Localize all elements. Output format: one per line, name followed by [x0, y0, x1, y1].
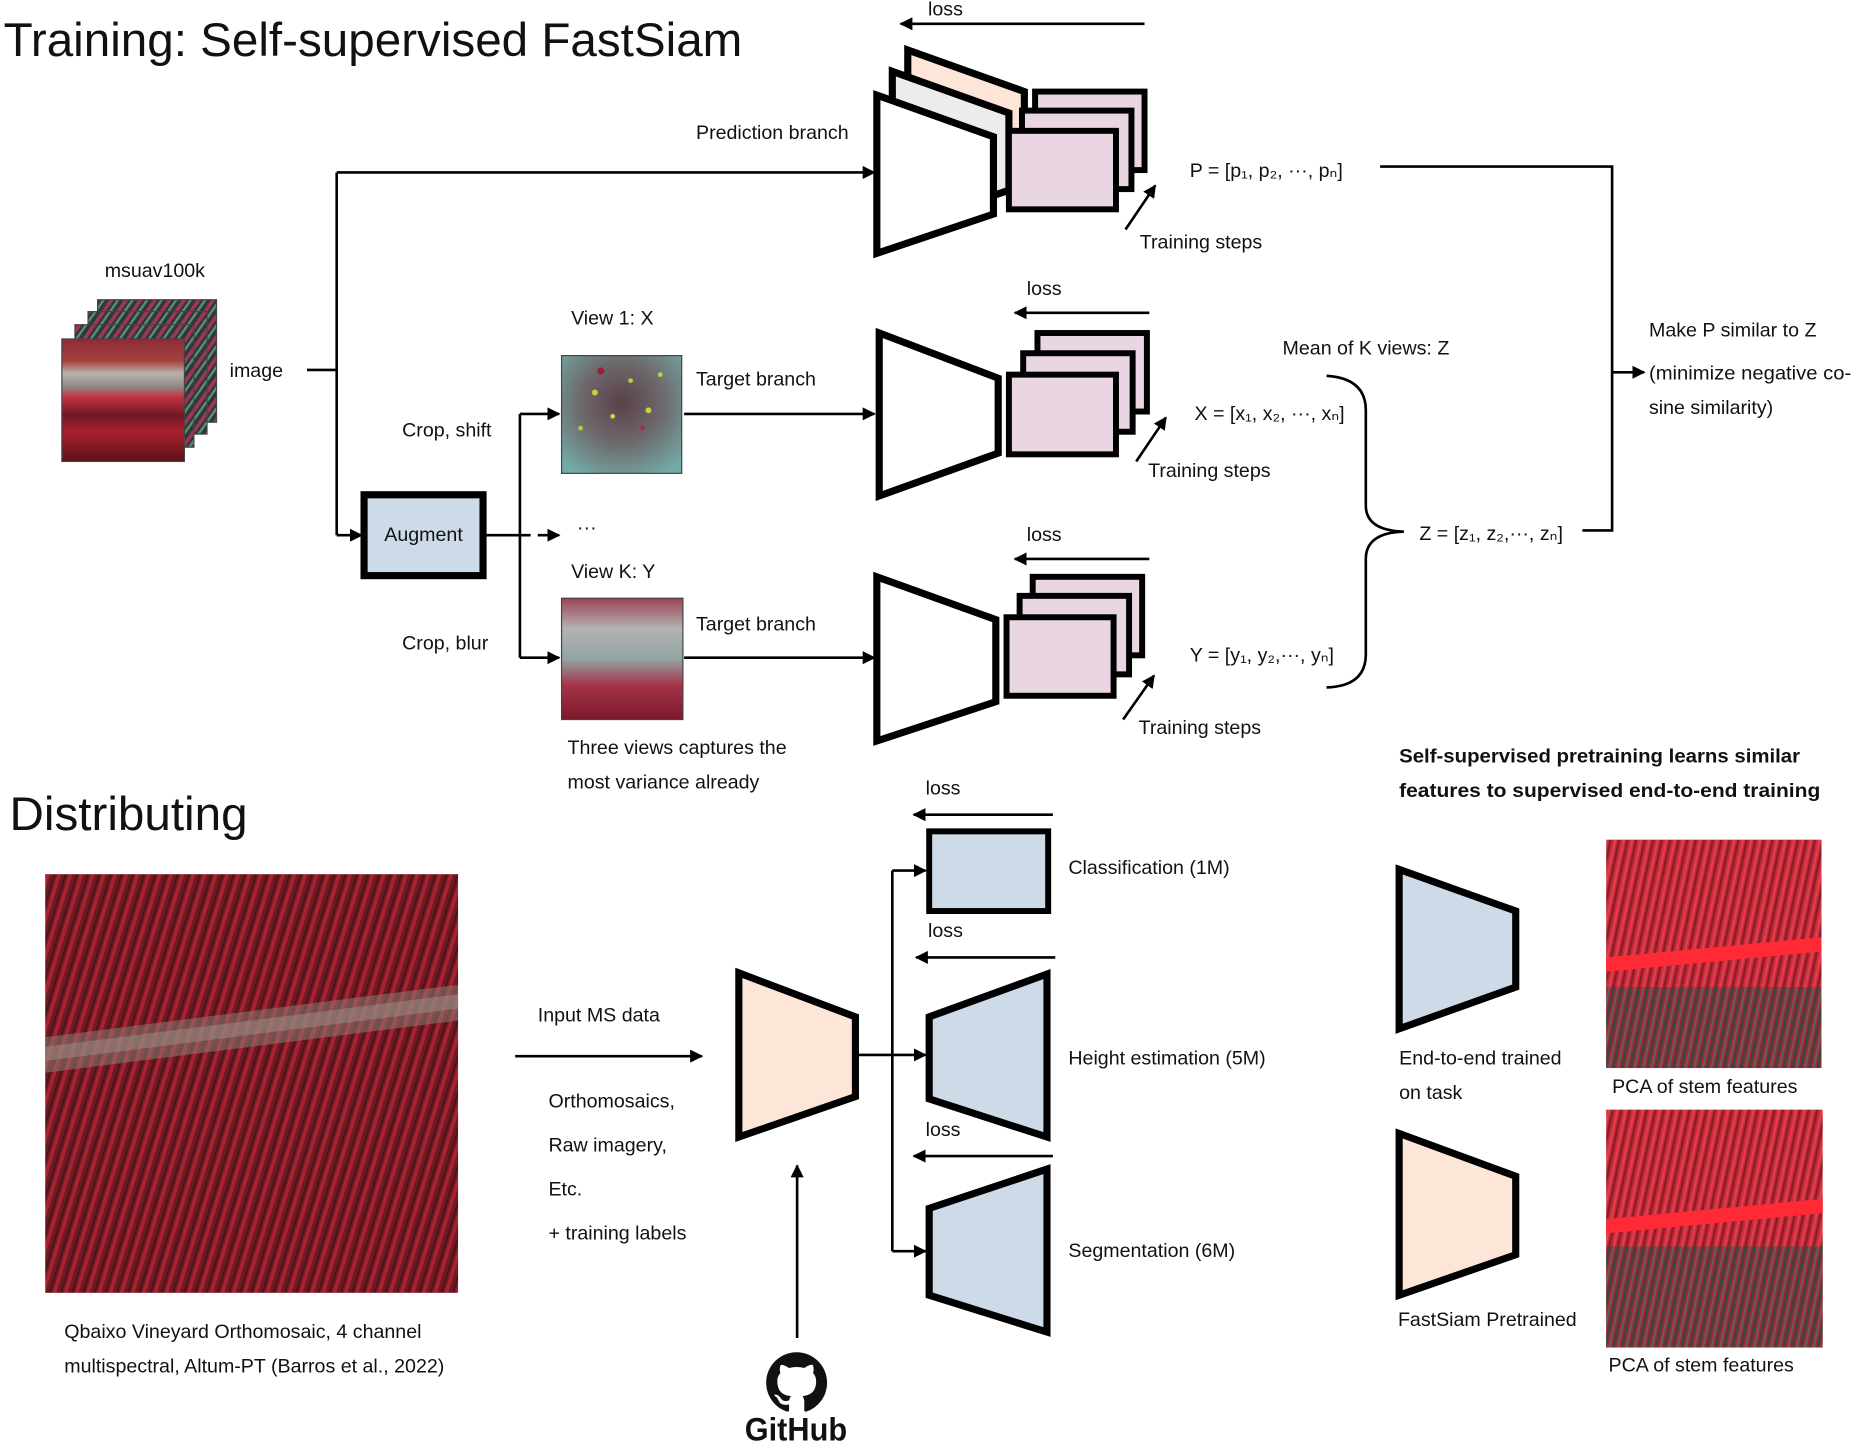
- input-ms-data-label: Input MS data: [538, 1005, 660, 1027]
- segmentation-label: Segmentation (6M): [1068, 1240, 1235, 1262]
- dataset-image-stack: [61, 299, 218, 463]
- crop-shift-label: Crop, shift: [402, 419, 492, 441]
- prediction-encoder: [873, 90, 998, 259]
- height-decoder: [925, 968, 1051, 1142]
- input-type-3: Etc.: [548, 1178, 582, 1200]
- end-to-end-label-line-2: on task: [1399, 1082, 1462, 1104]
- fastsiam-pretrained-label: FastSiam Pretrained: [1398, 1309, 1577, 1331]
- training-steps-arrow-target-1: [1135, 416, 1168, 463]
- p-to-objective-line: [1380, 165, 1614, 532]
- training-steps-target-k: Training steps: [1139, 717, 1262, 739]
- views-note-line-1: Three views captures the: [568, 737, 787, 759]
- augment-label: Augment: [384, 524, 463, 546]
- mean-brace: [1326, 374, 1404, 689]
- view-k-label: View K: Y: [571, 561, 655, 583]
- github-wordmark: GitHub: [745, 1411, 847, 1447]
- view-1-label: View 1: X: [571, 308, 653, 330]
- loss-label-target-1: loss: [1027, 278, 1062, 300]
- target-encoder-k: [873, 571, 1000, 746]
- prediction-encoder-stack: [873, 44, 1148, 259]
- training-steps-arrow-target-k: [1122, 674, 1156, 721]
- target-k-projector-front: [1003, 614, 1117, 699]
- end-to-end-label-line-1: End-to-end trained: [1399, 1047, 1561, 1069]
- pca-caption-end-to-end: PCA of stem features: [1612, 1076, 1798, 1098]
- orthomosaic-caption-line-2: multispectral, Altum-PT (Barros et al., …: [64, 1356, 444, 1378]
- prediction-projector-front: [1005, 127, 1119, 213]
- github-icon[interactable]: GitHub: [745, 1352, 847, 1447]
- classification-head: [926, 828, 1052, 915]
- input-type-2: Raw imagery,: [548, 1134, 666, 1156]
- github-mark: [766, 1352, 828, 1412]
- p-vector: P = [p₁, p₂, ···, pₙ]: [1190, 160, 1343, 182]
- orthomosaic-caption-line-1: Qbaixo Vineyard Orthomosaic, 4 channel: [64, 1321, 421, 1343]
- dataset-label: msuav100k: [105, 260, 205, 282]
- distributing-title: Distributing: [10, 788, 248, 841]
- comparison-heading-line-1: Self-supervised pretraining learns simil…: [1399, 745, 1800, 767]
- loss-label-target-k: loss: [1027, 524, 1062, 546]
- height-label: Height estimation (5M): [1068, 1047, 1265, 1069]
- fastsiam-pretrained-encoder: [1395, 1128, 1520, 1301]
- more-views-ellipsis: ···: [577, 517, 597, 539]
- loss-label-classification: loss: [926, 777, 961, 799]
- view-1-image: [560, 355, 683, 474]
- y-vector: Y = [y₁, y₂,···, yₙ]: [1190, 644, 1334, 666]
- loss-label-prediction: loss: [928, 0, 963, 20]
- classification-label: Classification (1M): [1068, 857, 1229, 879]
- target-encoder-1-stack: [875, 327, 1150, 502]
- training-steps-arrow-prediction: [1124, 184, 1157, 231]
- input-type-4: + training labels: [548, 1222, 686, 1244]
- pretrained-encoder: [735, 967, 859, 1143]
- pca-caption-fastsiam: PCA of stem features: [1609, 1354, 1795, 1376]
- target-1-projector-front: [1005, 371, 1119, 458]
- loss-label-height: loss: [928, 920, 963, 942]
- loss-label-segmentation: loss: [926, 1119, 961, 1141]
- pca-image-fastsiam: [1606, 1109, 1823, 1348]
- objective-line-1: Make P similar to Z: [1649, 320, 1816, 342]
- segmentation-decoder: [925, 1164, 1051, 1337]
- pca-image-end-to-end: [1606, 839, 1822, 1069]
- crop-blur-label: Crop, blur: [402, 632, 489, 654]
- prediction-branch-label: Prediction branch: [696, 122, 849, 144]
- mean-label: Mean of K views: Z: [1283, 337, 1450, 359]
- z-vector: Z = [z₁, z₂,···, zₙ]: [1419, 523, 1563, 545]
- target-encoder-1: [875, 327, 1002, 502]
- end-to-end-encoder: [1395, 864, 1520, 1034]
- target-branch-1-label: Target branch: [696, 368, 816, 390]
- training-steps-prediction: Training steps: [1140, 232, 1263, 254]
- orthomosaic-image: [45, 874, 459, 1293]
- training-title: Training: Self-supervised FastSiam: [4, 14, 743, 67]
- objective-line-2: (minimize negative co-: [1649, 362, 1851, 384]
- x-vector: X = [x₁, x₂, ···, xₙ]: [1195, 403, 1345, 425]
- objective-line-3: sine similarity): [1649, 397, 1773, 419]
- dataset-image-front: [61, 338, 186, 463]
- target-branch-k-label: Target branch: [696, 613, 816, 635]
- training-steps-target-1: Training steps: [1148, 460, 1271, 482]
- view-k-image: [560, 597, 684, 721]
- target-encoder-k-stack: [873, 571, 1146, 746]
- comparison-heading-line-2: features to supervised end-to-end traini…: [1399, 780, 1820, 802]
- image-label: image: [230, 360, 284, 382]
- input-type-1: Orthomosaics,: [548, 1090, 674, 1112]
- views-note-line-2: most variance already: [568, 772, 760, 794]
- augment-box: [360, 491, 487, 580]
